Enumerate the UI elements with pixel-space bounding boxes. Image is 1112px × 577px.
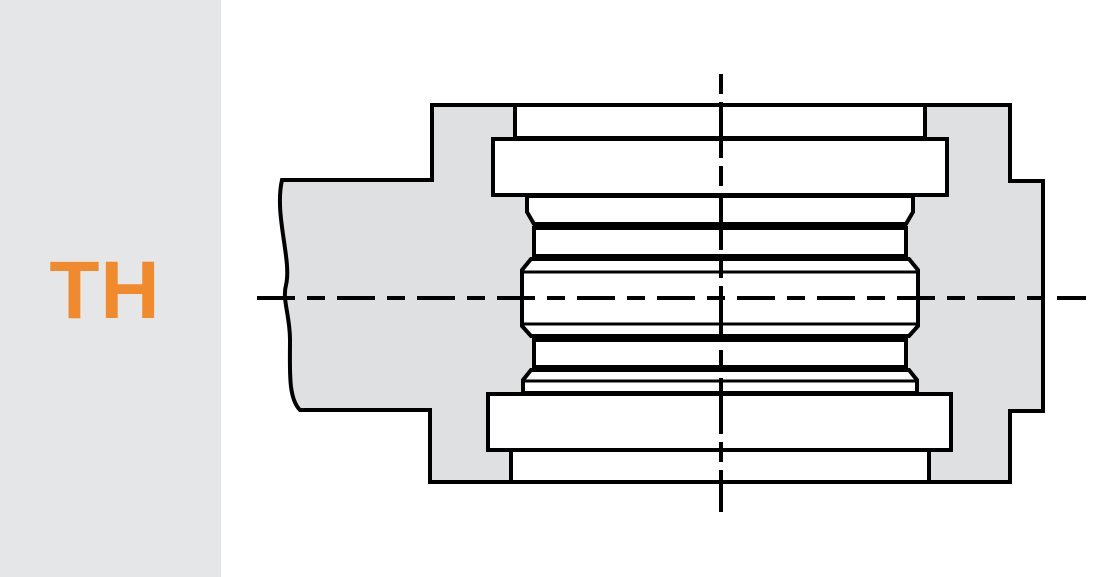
side-panel: TH — [0, 0, 221, 577]
type-code-label: TH — [49, 245, 161, 336]
